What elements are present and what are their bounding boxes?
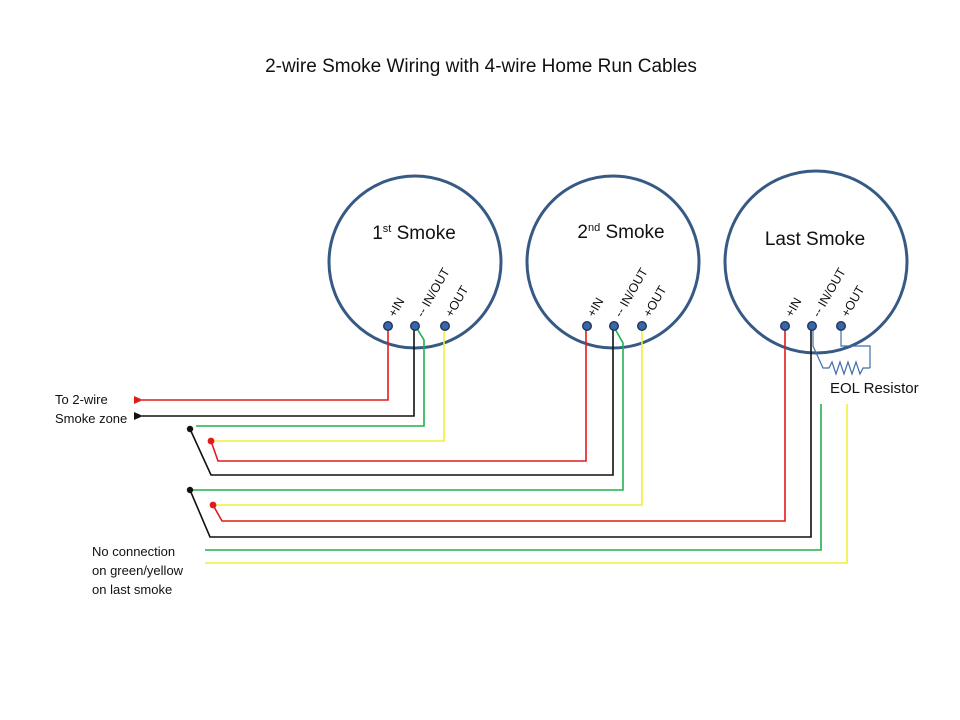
detector-1-circle <box>327 174 503 350</box>
zone-positive-wire <box>134 327 389 404</box>
last-yellow-wire <box>205 404 848 564</box>
cable-1-red-wire <box>210 327 587 462</box>
eol-resistor <box>812 327 871 376</box>
eol-resistor-label: EOL Resistor <box>830 380 919 397</box>
zone-label-line-1: To 2-wire <box>55 392 108 407</box>
cable-2-red-wire <box>212 327 786 522</box>
last-green-wire <box>205 404 822 551</box>
detector-last-terminal-common <box>807 321 818 332</box>
detector-1-name: 1st Smoke <box>372 223 456 244</box>
diagram-title: 2-wire Smoke Wiring with 4-wire Home Run… <box>265 56 697 77</box>
zone-label-line-2: Smoke zone <box>55 411 127 426</box>
zone-negative-wire <box>134 327 415 420</box>
detector-1-terminal-in <box>383 321 394 332</box>
cable-2-green-wire <box>190 326 624 491</box>
cable-1-black-wire <box>189 327 614 476</box>
splice-dot-black-2 <box>186 486 194 494</box>
cable-2-black-wire <box>189 327 812 538</box>
detector-last-name: Last Smoke <box>765 229 865 250</box>
note-line-2: on green/yellow <box>92 563 184 578</box>
detector-1-green-wire <box>196 326 425 427</box>
cable-2-yellow-wire <box>213 327 643 506</box>
detector-2-name: 2nd Smoke <box>577 222 664 243</box>
splice-dot-red-1 <box>207 437 215 445</box>
splice-dot-black-1 <box>186 425 194 433</box>
note-line-1: No connection <box>92 544 175 559</box>
detector-1-terminal-out <box>440 321 451 332</box>
detector-1-terminal-common <box>410 321 421 332</box>
detector-2-terminal-common <box>609 321 620 332</box>
detector-2-terminal-out <box>637 321 648 332</box>
splice-dot-red-2 <box>209 501 217 509</box>
detector-last-terminal-in <box>780 321 791 332</box>
detector-last-terminal-out <box>836 321 847 332</box>
note-line-3: on last smoke <box>92 582 172 597</box>
detector-2-terminal-in <box>582 321 593 332</box>
